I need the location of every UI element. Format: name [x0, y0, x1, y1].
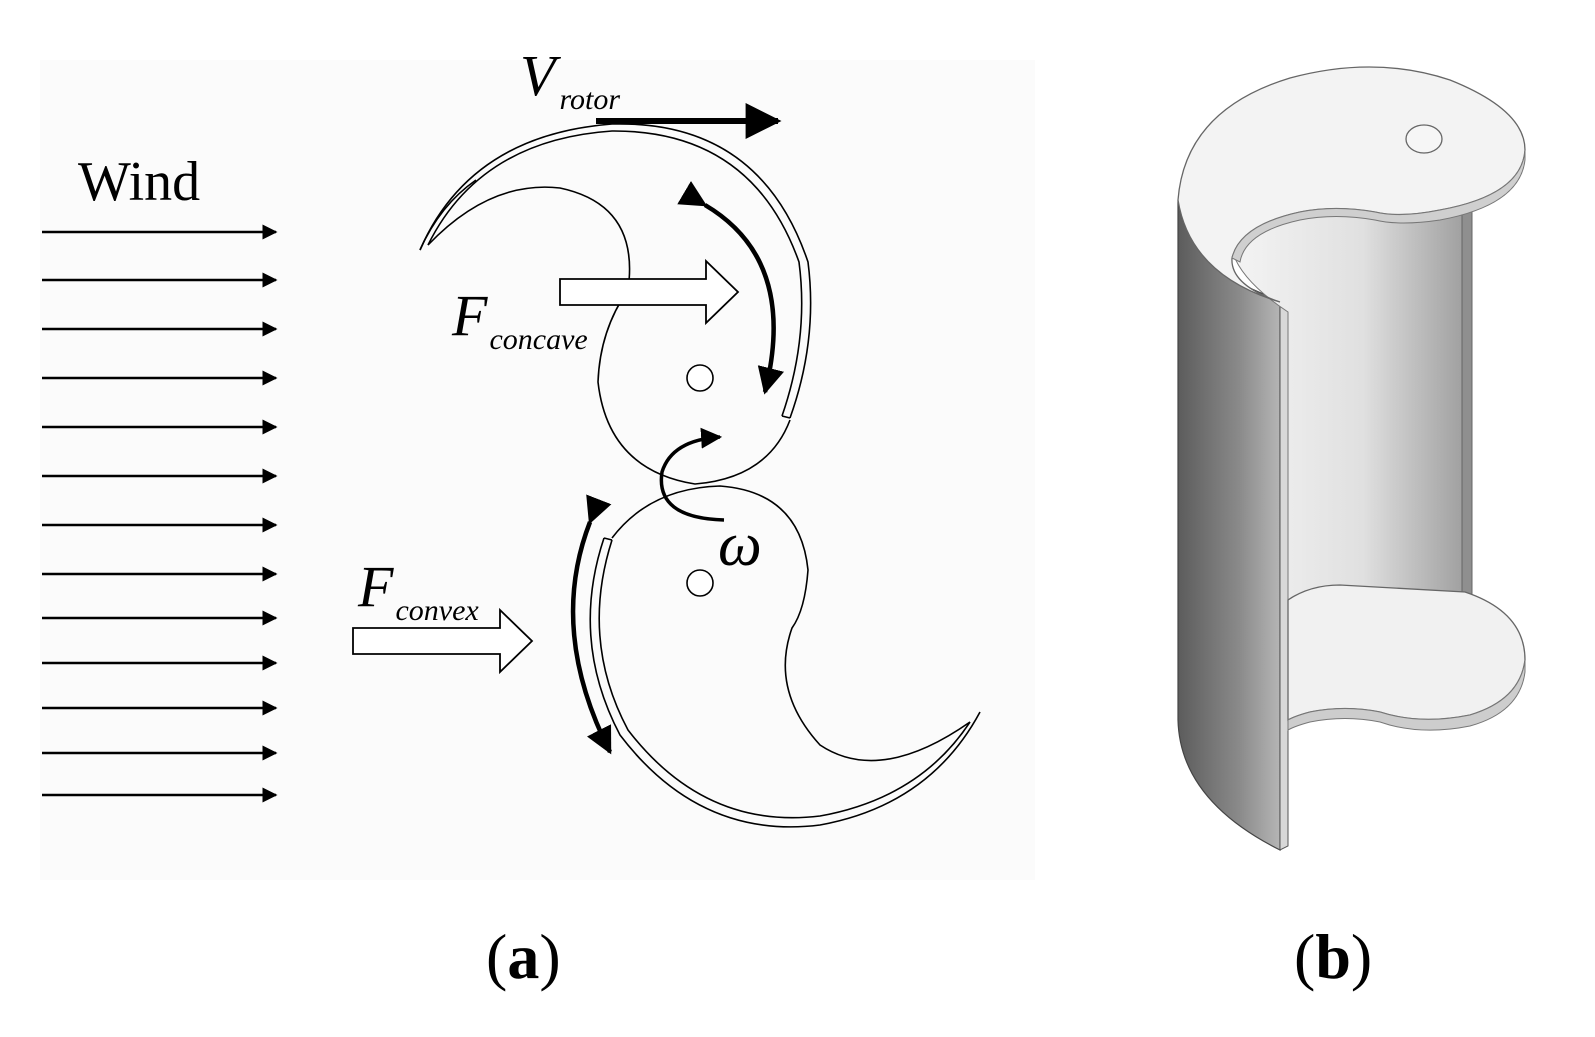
f-concave-sub: concave	[489, 323, 587, 356]
wind-label: Wind	[78, 151, 200, 213]
f-concave-main: F	[451, 283, 488, 348]
upper-shaft	[686, 364, 714, 392]
inner-shell-edge	[1461, 211, 1473, 605]
panel-b-close: )	[1351, 921, 1372, 992]
panel-b-label: (b)	[1294, 921, 1372, 992]
f-convex-label: Fconvex	[357, 554, 479, 627]
panel-b-open: (	[1294, 921, 1315, 992]
lower-shaft	[686, 569, 714, 597]
upper-blade-tip	[419, 179, 477, 251]
panel-a-close: )	[539, 921, 560, 992]
top-shaft-hole	[1405, 124, 1443, 154]
outer-shell-edge	[1279, 299, 1289, 851]
f-concave-label: Fconcave	[451, 283, 588, 356]
lower-end-plate	[611, 485, 971, 762]
upper-flow-arrow	[677, 181, 784, 395]
omega-label: ω	[718, 511, 762, 579]
panel-a-open: (	[486, 921, 507, 992]
upper-end-plate	[427, 186, 791, 485]
lower-flow-arrow	[570, 494, 613, 755]
panel-b-letter: b	[1315, 921, 1351, 992]
upper-blade-outer-edge	[419, 123, 812, 419]
f-convex-sub: convex	[395, 594, 479, 627]
f-concave-arrow	[559, 258, 740, 326]
upper-blade-inner-edge	[427, 130, 803, 417]
bottom-end-plate	[1287, 584, 1526, 722]
panel-b: (b)	[1177, 66, 1526, 992]
upper-blade-cap	[781, 415, 791, 419]
f-convex-arrow	[352, 607, 534, 675]
panel-a-background	[40, 60, 1035, 880]
omega-rotation-arrow	[659, 427, 725, 522]
f-convex-main: F	[357, 554, 394, 619]
upper-blade	[419, 123, 812, 485]
v-rotor-main: V	[520, 43, 562, 108]
wind-arrows	[42, 224, 278, 803]
bottom-end-plate-rim	[1287, 659, 1526, 731]
panel-a-letter: a	[507, 921, 539, 992]
v-rotor-sub: rotor	[559, 83, 620, 116]
top-end-plate-rim	[1231, 149, 1526, 263]
panel-a-label: (a)	[486, 921, 561, 992]
